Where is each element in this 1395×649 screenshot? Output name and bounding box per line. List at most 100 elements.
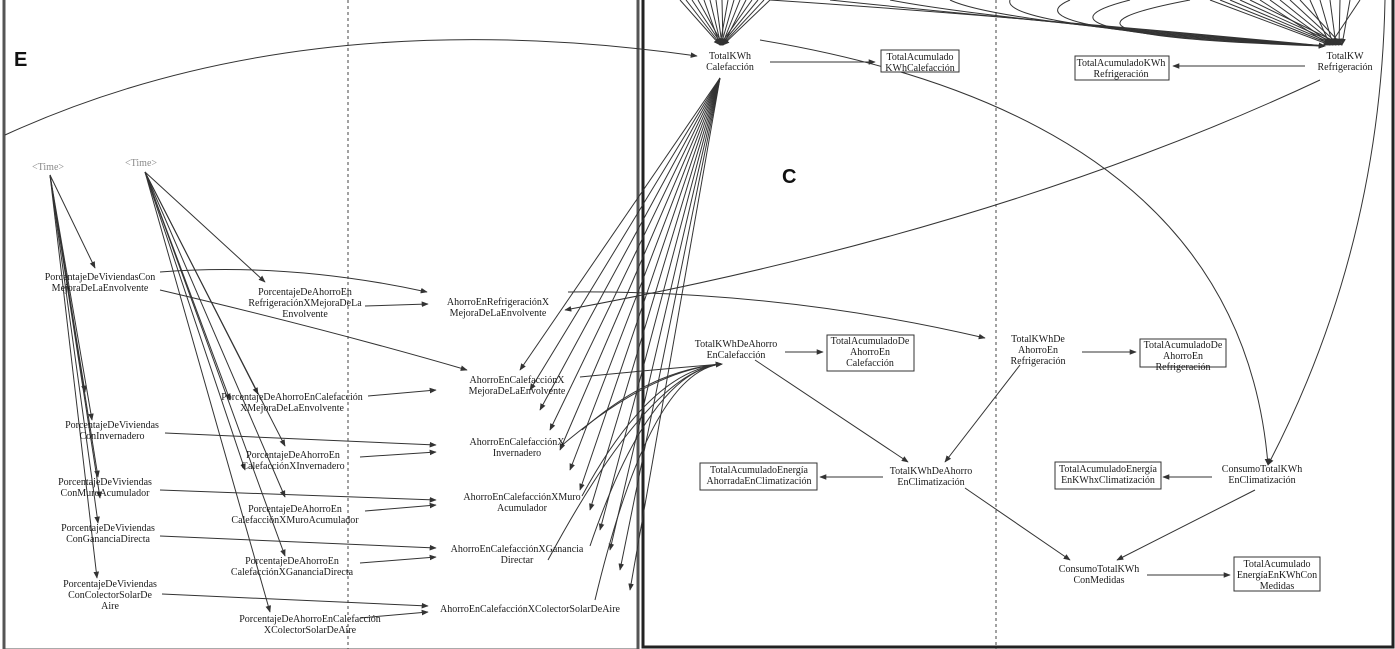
total-kwh-ahorro-calef-line-2: EnCalefacción [707,350,766,361]
ahorro-calef-mejora-line-1: AhorroEnCalefacciónX [470,375,566,386]
fan-in [1269,0,1334,46]
ahorro-refrig-mejora-line-1: AhorroEnRefrigeraciónX [447,297,550,308]
ahorro-link [581,361,723,431]
link [359,609,429,619]
time-link [49,174,100,579]
fan-in [1219,0,1334,46]
calef-link [529,77,721,391]
pv-colector-line-3: Aire [101,601,119,612]
fan-in [721,0,765,46]
time-link [49,174,96,269]
link [1116,489,1256,561]
consumo-total-clim-line-1: ConsumoTotalKWh [1222,464,1302,475]
total-acum-ahorro-calef-line-2: AhorroEn [850,347,890,358]
fan-in [720,0,735,46]
total-acum-energia-ahorrada-line-2: AhorradaEnClimatización [707,476,812,487]
pa-calef-mejora-line-2: XMejoraDeLaEnvolvente [240,403,344,414]
calef-link [598,77,721,531]
fan-in [1309,0,1331,46]
total-kwh-ahorro-calef-line-1: TotalKWhDeAhorro [695,339,778,350]
fan-in [703,0,721,46]
ahorro-calef-muro-line-1: AhorroEnCalefacciónXMuro [463,492,580,503]
total-kwh-ahorro-clim-line-1: TotalKWhDeAhorro [890,466,973,477]
link [364,301,429,307]
link [161,593,429,609]
pa-refrig-mejora-line-1: PorcentajeDeAhorroEn [258,287,352,298]
total-acum-energia-kwh-clim-line-1: TotalAcumuladoEnergía [1059,464,1158,475]
total-acum-ahorro-refrig-line-3: Refrigeración [1156,362,1211,373]
total-kwh-calef-line-2: Calefacción [706,62,754,73]
calef-link [628,77,721,591]
ahorro-calef-invernadero-line-2: Invernadero [493,448,541,459]
pv-ganancia-line-2: ConGananciaDirecta [66,534,150,545]
total-acum-energia-medidas-line-2: EnergíaEnKWhCon [1237,570,1317,581]
ahorro-calef-colector-line-1: AhorroEnCalefacciónXColectorSolarDeAire [440,604,620,615]
total-acum-energia-ahorrada-line-1: TotalAcumuladoEnergía [710,465,809,476]
total-kwh-ahorro-refrig-line-3: Refrigeración [1011,356,1066,367]
calef-link [549,77,721,431]
total-kwh-ahorro-clim-line-2: EnClimatización [897,477,964,488]
fan-in [1329,0,1361,46]
total-acum-kwh-refrig-line-1: TotalAcumuladoKWh [1077,58,1166,69]
total-kwh-ahorro-refrig-line-1: TotalKWhDe [1011,334,1065,345]
link [359,554,437,564]
panel-label-c: C [782,166,796,188]
pv-ganancia-line-1: PorcentajeDeViviendas [61,523,155,534]
link [364,502,437,512]
ahorro-link [579,361,723,378]
pv-invernadero-line-2: ConInvernadero [80,431,145,442]
link [359,449,437,458]
pa-calef-colector-line-1: PorcentajeDeAhorroEnCalefacción [239,614,381,625]
total-acum-energia-medidas-box [1233,556,1321,592]
calef-link [559,77,721,451]
link [159,269,428,294]
total-kwh-ahorro-refrig-line-2: AhorroEn [1018,345,1058,356]
pa-calef-ganancia-line-1: PorcentajeDeAhorroEn [245,556,339,567]
fan-in [722,0,771,46]
calef-link [569,77,721,471]
time-link [49,174,102,499]
total-acum-energia-medidas-line-3: Medidas [1260,581,1295,592]
pv-invernadero-line-1: PorcentajeDeViviendas [65,420,159,431]
total-kw-refrig-line-2: Refrigeración [1318,62,1373,73]
link [567,291,986,340]
ahorro-refrig-mejora-line-2: MejoraDeLaEnvolvente [450,308,547,319]
fan-in [1319,0,1334,46]
ahorro-calef-ganancia-line-2: Directar [501,555,534,566]
fan-in [1259,0,1331,46]
left-panel-frame [2,0,640,649]
link [964,487,1071,561]
pa-refrig-mejora-line-2: RefrigeraciónXMejoraDeLa [248,298,362,309]
ahorro-calef-ganancia-line-1: AhorroEnCalefacciónXGanancia [451,544,584,555]
pv-colector-line-2: ConColectorSolarDe [68,590,152,601]
pa-calef-invernadero-line-2: CalefacciónXInvernadero [241,461,344,472]
ahorro-calef-muro-line-2: Acumulador [497,503,548,514]
total-acum-kwh-calef-box [880,49,960,73]
link [754,359,909,463]
consumo-total-medidas-line-2: ConMedidas [1073,575,1124,586]
pa-refrig-mejora-line-3: Envolvente [282,309,328,320]
pa-calef-muro-line-2: CalefacciónXMuroAcumulador [231,515,359,526]
total-acum-energia-ahorrada-box [699,462,818,491]
time-2-line-1: <Time> [125,158,157,169]
calef-link [579,77,721,491]
total-kwh-calef-line-1: TotalKWh [709,51,751,62]
fan-in [1119,0,1326,49]
